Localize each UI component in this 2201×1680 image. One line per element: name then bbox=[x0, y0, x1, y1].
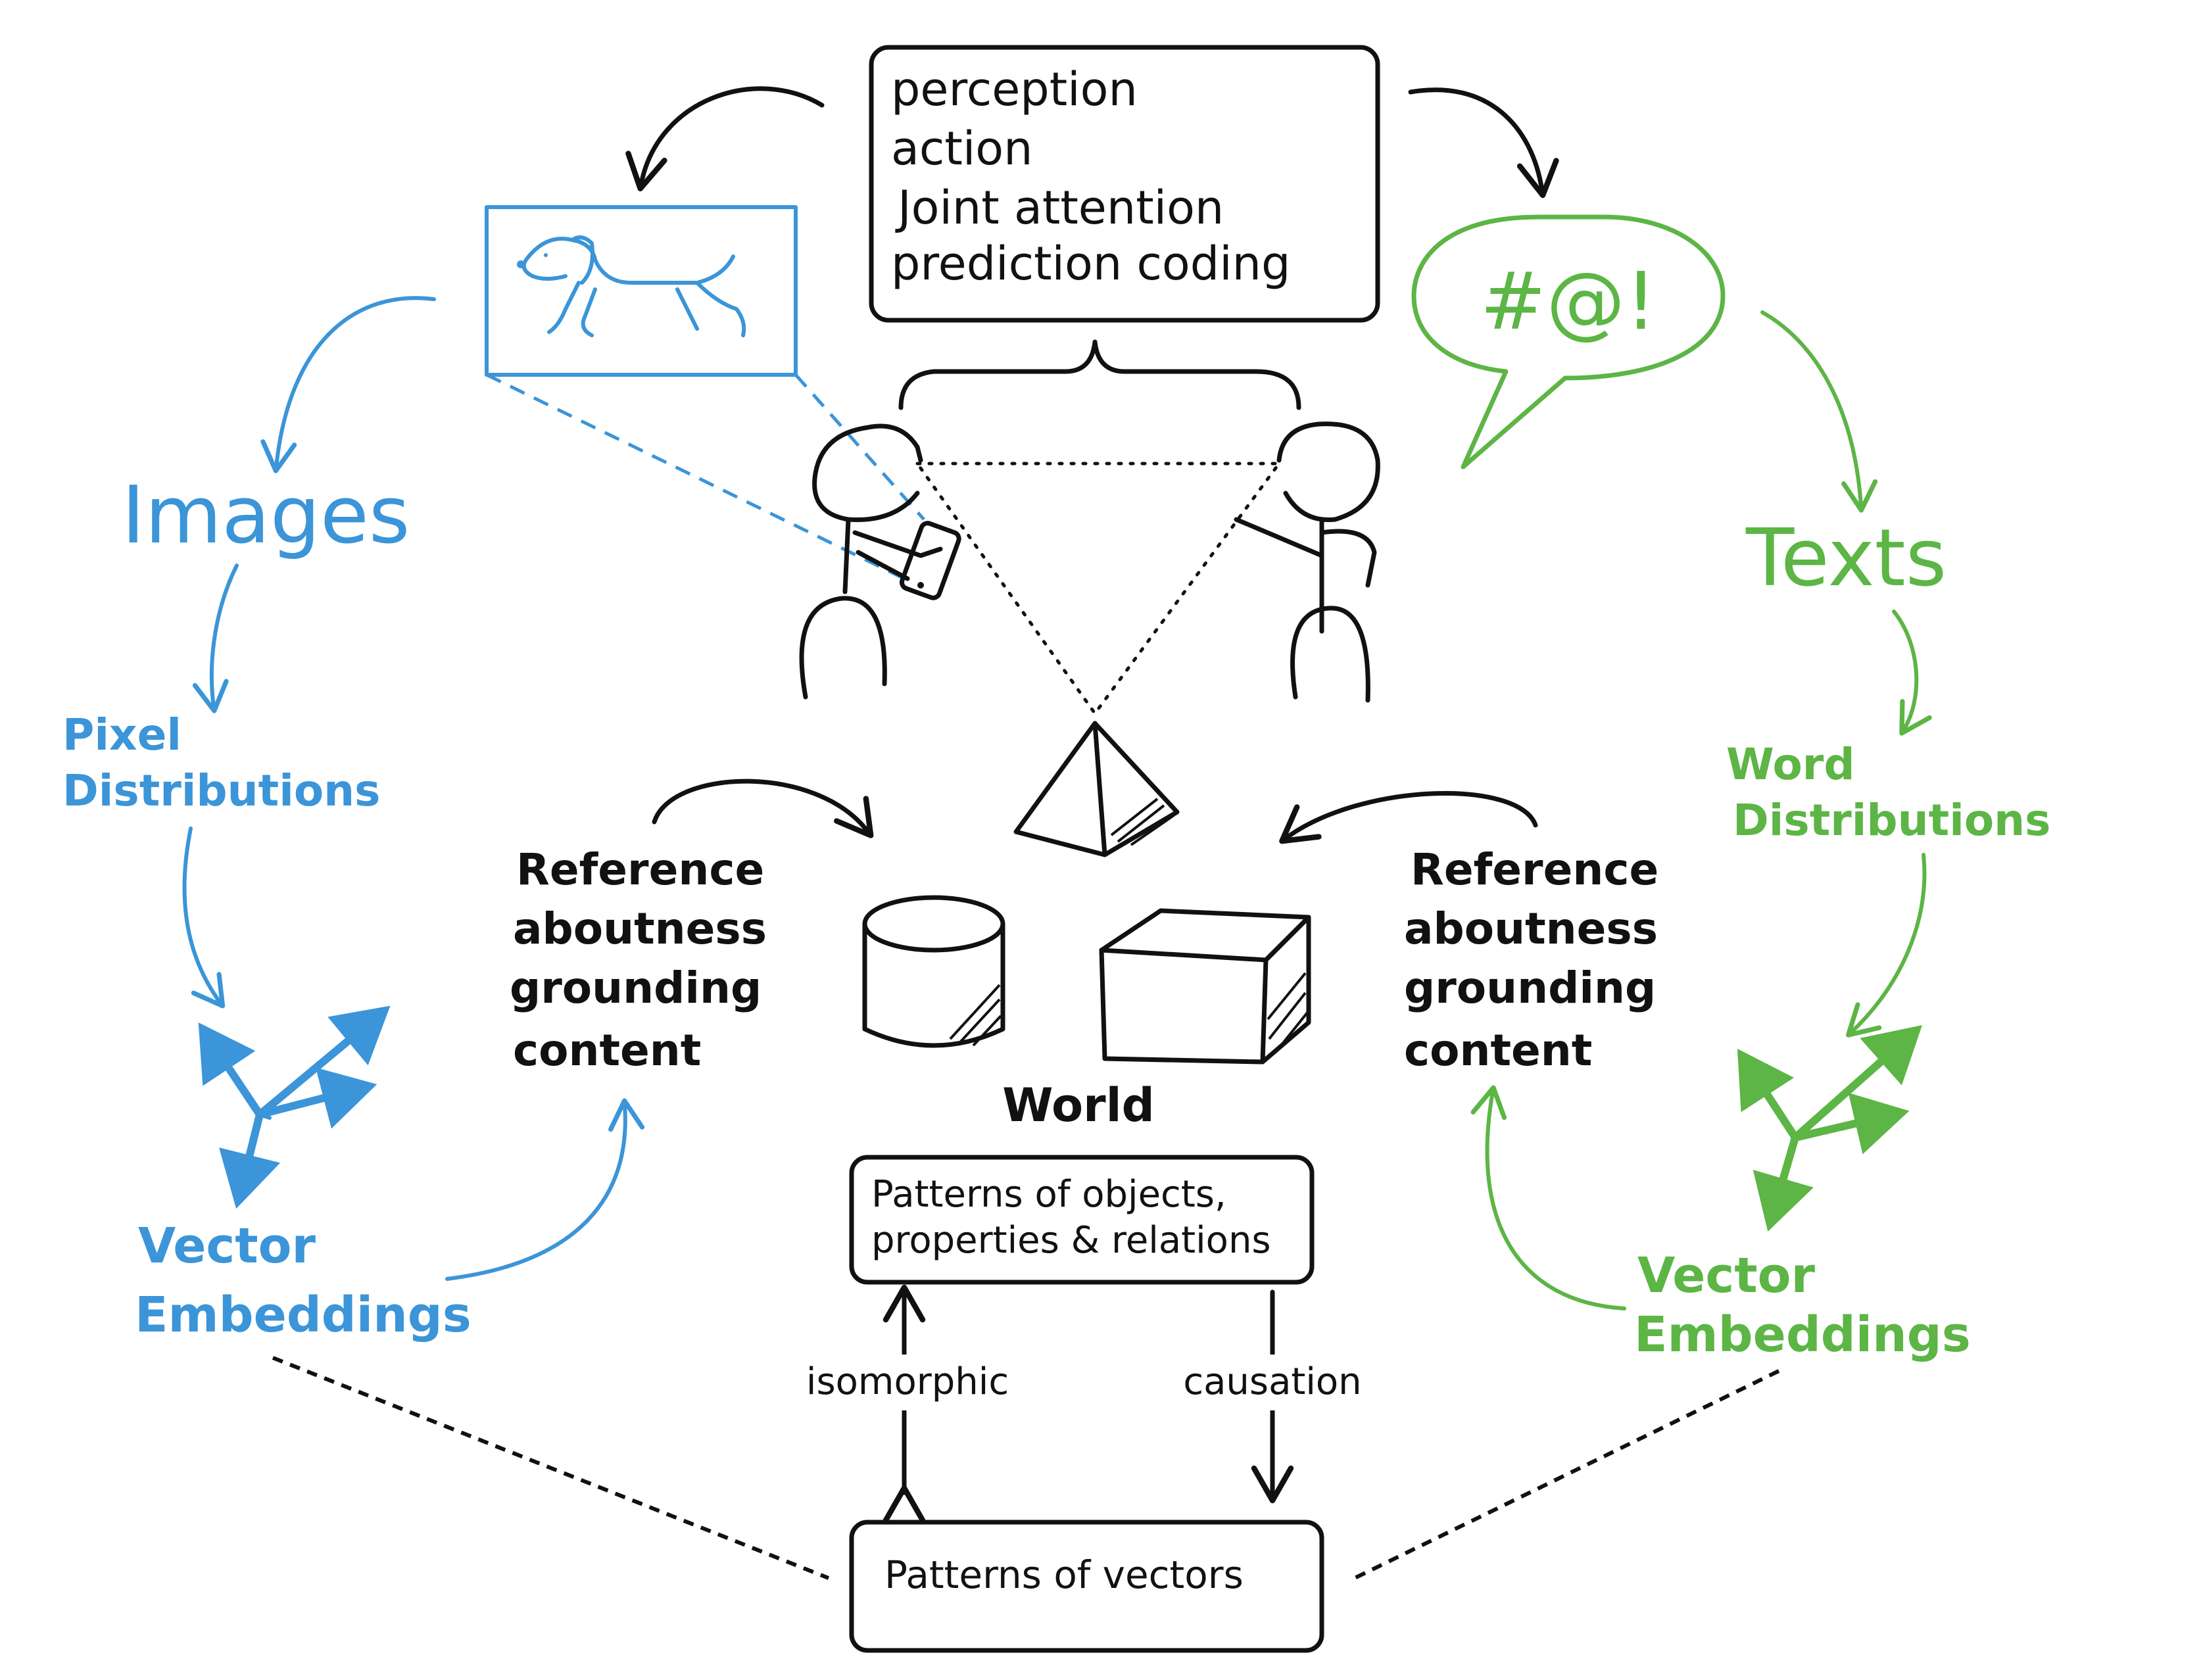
arrow-speech-to-texts bbox=[1760, 310, 1878, 513]
dashed-right-to-vectors bbox=[1353, 1369, 1780, 1580]
patterns-objects-line2: properties & relations bbox=[871, 1219, 1271, 1262]
ref-left-content: content bbox=[513, 1025, 701, 1076]
phone-icon bbox=[899, 521, 961, 600]
pixel-label-2: Distributions bbox=[62, 765, 380, 816]
top-line-joint-attention: Joint attention bbox=[895, 181, 1224, 235]
ref-left-reference: Reference bbox=[516, 844, 764, 895]
causation-label: causation bbox=[1183, 1360, 1361, 1403]
reference-block-left: Reference aboutness grounding content bbox=[510, 844, 767, 1076]
vector-left-label-2: Embeddings bbox=[135, 1287, 472, 1343]
vector-icon-right bbox=[1737, 1025, 1922, 1232]
view-line-1 bbox=[794, 373, 925, 521]
arrow-word-to-vector bbox=[1846, 853, 1927, 1038]
arrow-image-to-images bbox=[260, 296, 436, 473]
arrow-top-to-image bbox=[625, 86, 825, 192]
person-right bbox=[1234, 421, 1380, 703]
isomorphic-bg bbox=[799, 1355, 1016, 1410]
world-label: World bbox=[1002, 1078, 1154, 1132]
arrow-texts-to-word bbox=[1892, 610, 1932, 736]
patterns-vectors-label: Patterns of vectors bbox=[884, 1552, 1244, 1597]
ref-right-grounding: grounding bbox=[1404, 963, 1656, 1013]
dashed-left-to-vectors bbox=[272, 1356, 830, 1580]
arrow-vector-to-ref-right bbox=[1470, 1085, 1626, 1310]
ref-right-reference: Reference bbox=[1411, 844, 1658, 895]
reference-block-right: Reference aboutness grounding content bbox=[1404, 844, 1658, 1076]
pyramid bbox=[1013, 721, 1180, 857]
top-concepts-box: perception action Joint attention predic… bbox=[869, 45, 1380, 323]
ref-left-aboutness: aboutness bbox=[513, 903, 767, 954]
texts-label: Texts bbox=[1745, 513, 1947, 604]
brace bbox=[898, 339, 1301, 410]
arrow-top-to-speech bbox=[1408, 87, 1559, 199]
top-line-prediction-coding: prediction coding bbox=[891, 237, 1290, 291]
ref-right-aboutness: aboutness bbox=[1404, 903, 1658, 954]
isomorphic-label: isomorphic bbox=[806, 1360, 1009, 1403]
patterns-objects-line1: Patterns of objects, bbox=[871, 1173, 1226, 1216]
speech-bubble: #@! bbox=[1411, 214, 1726, 469]
joint-attention-triangle bbox=[914, 462, 1282, 717]
vector-right-label-2: Embeddings bbox=[1634, 1307, 1971, 1363]
vector-left-label-1: Vector bbox=[138, 1218, 316, 1274]
ref-right-content: content bbox=[1404, 1025, 1592, 1076]
pixel-label-1: Pixel bbox=[62, 709, 181, 760]
person-left bbox=[799, 423, 961, 700]
view-line-2 bbox=[485, 373, 906, 581]
dog-icon bbox=[517, 235, 746, 337]
arrow-vector-to-ref-left bbox=[445, 1098, 645, 1281]
dog-image-frame bbox=[485, 205, 798, 377]
top-line-perception: perception bbox=[891, 62, 1138, 116]
patterns-objects-box: Patterns of objects, properties & relati… bbox=[849, 1155, 1315, 1285]
causation-bg bbox=[1164, 1355, 1381, 1410]
top-line-action: action bbox=[891, 122, 1032, 176]
images-label: Images bbox=[122, 470, 410, 562]
vector-icon-left bbox=[198, 1005, 391, 1209]
speech-bubble-text: #@! bbox=[1480, 256, 1657, 348]
arrow-images-to-pixel bbox=[192, 564, 239, 713]
vector-right-label-1: Vector bbox=[1637, 1247, 1815, 1304]
arrow-pixel-to-vector bbox=[182, 827, 226, 1009]
arrow-ref-right-to-world bbox=[1279, 791, 1538, 844]
ref-left-grounding: grounding bbox=[510, 963, 762, 1013]
word-label-2: Distributions bbox=[1733, 795, 2050, 846]
word-label-1: Word bbox=[1726, 739, 1855, 790]
cylinder bbox=[862, 895, 1005, 1048]
cube bbox=[1099, 908, 1311, 1065]
arrow-ref-left-to-world bbox=[652, 779, 874, 838]
patterns-vectors-box: Patterns of vectors bbox=[849, 1520, 1324, 1653]
